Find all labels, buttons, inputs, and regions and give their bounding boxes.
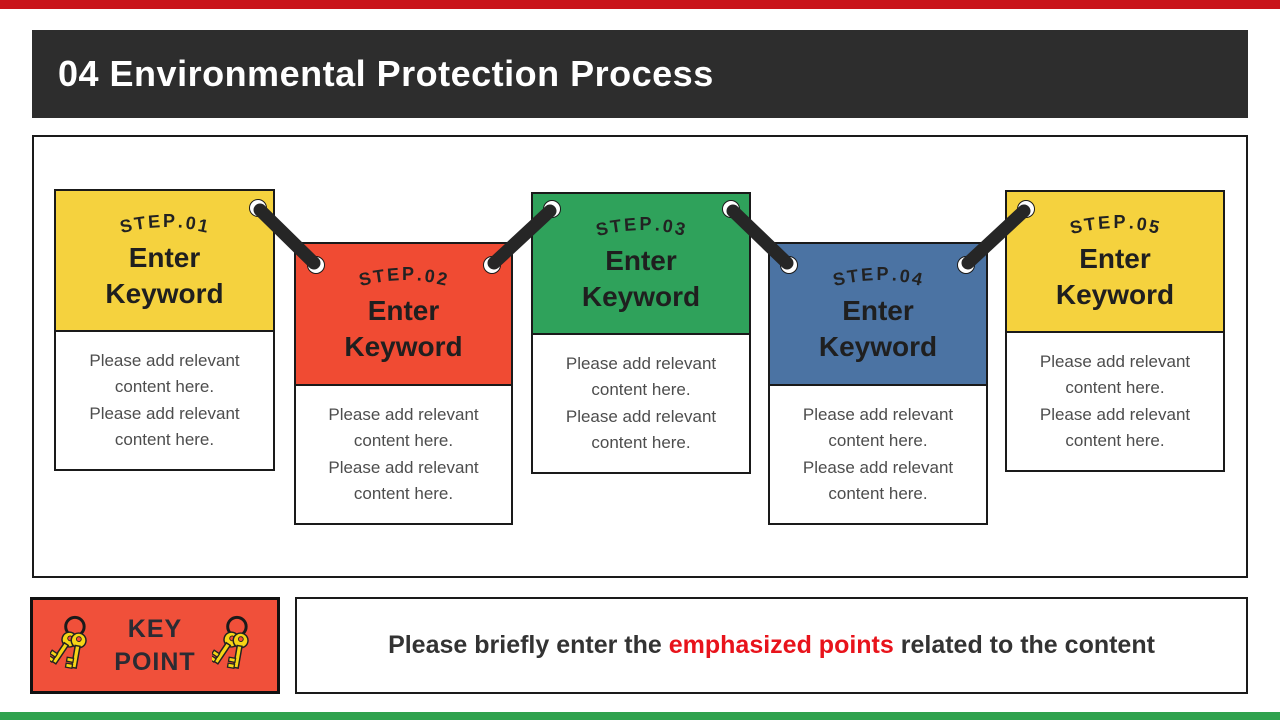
step-2-body-line[interactable]: Please add relevant content here. xyxy=(328,457,479,504)
note-text[interactable]: Please briefly enter the emphasized poin… xyxy=(388,631,1155,660)
step-2-body-line[interactable]: Please add relevant content here. xyxy=(328,405,479,451)
step-card-5-header: STEP.05 Enter Keyword xyxy=(1007,192,1223,333)
note-highlight: emphasized points xyxy=(668,631,894,659)
step-card-2-header: STEP.02 Enter Keyword xyxy=(296,244,511,386)
key-point-badge: KEY POINT xyxy=(30,597,280,694)
note-suffix: related to the content xyxy=(893,631,1155,659)
top-accent-strip xyxy=(0,0,1280,9)
step-card-3: STEP.03 Enter Keyword Please add relevan… xyxy=(531,192,751,475)
step-3-label: STEP.03 xyxy=(594,214,688,240)
step-4-body[interactable]: Please add relevant content here. Please… xyxy=(770,386,986,524)
step-5-label: STEP.05 xyxy=(1068,212,1162,238)
step-card-1: STEP.01 Enter Keyword Please add relevan… xyxy=(54,189,275,472)
step-5-body[interactable]: Please add relevant content here. Please… xyxy=(1007,333,1223,471)
step-4-keyword-placeholder[interactable]: Enter Keyword xyxy=(818,295,938,362)
step-1-label: STEP.01 xyxy=(117,211,212,237)
step-card-4: STEP.04 Enter Keyword Please add relevan… xyxy=(768,242,988,526)
step-1-body-line[interactable]: Please add relevant content here. xyxy=(89,403,240,450)
title-bar: 04 Environmental Protection Process xyxy=(32,30,1248,118)
step-3-body-line[interactable]: Please add relevant content here. xyxy=(565,354,717,400)
bottom-accent-strip xyxy=(0,712,1280,720)
keys-icon xyxy=(212,615,250,669)
step-card-2: STEP.02 Enter Keyword Please add relevan… xyxy=(294,242,513,526)
step-3-body[interactable]: Please add relevant content here. Please… xyxy=(533,335,749,473)
step-1-keyword-placeholder[interactable]: Enter Keyword xyxy=(105,242,224,309)
step-3-body-line[interactable]: Please add relevant content here. xyxy=(565,406,717,453)
step-card-5: STEP.05 Enter Keyword Please add relevan… xyxy=(1005,190,1225,473)
key-point-label: KEY POINT xyxy=(114,613,195,678)
step-4-body-line[interactable]: Please add relevant content here. xyxy=(802,405,954,451)
step-card-3-header: STEP.03 Enter Keyword xyxy=(533,194,749,335)
page-title: 04 Environmental Protection Process xyxy=(58,53,714,94)
note-box: Please briefly enter the emphasized poin… xyxy=(295,597,1248,694)
step-2-keyword-placeholder[interactable]: Enter Keyword xyxy=(344,295,463,362)
step-card-4-header: STEP.04 Enter Keyword xyxy=(770,244,986,386)
keys-icon xyxy=(49,615,87,669)
step-card-1-header: STEP.01 Enter Keyword xyxy=(56,191,273,332)
step-2-label: STEP.02 xyxy=(356,264,451,290)
key-point-line1: KEY xyxy=(127,615,183,643)
step-5-body-line[interactable]: Please add relevant content here. xyxy=(1039,352,1191,398)
step-1-body-line[interactable]: Please add relevant content here. xyxy=(89,351,240,397)
key-point-line2: POINT xyxy=(114,647,196,676)
step-4-body-line[interactable]: Please add relevant content here. xyxy=(802,457,954,504)
step-2-body[interactable]: Please add relevant content here. Please… xyxy=(296,386,511,524)
step-5-keyword-placeholder[interactable]: Enter Keyword xyxy=(1055,243,1175,310)
step-3-keyword-placeholder[interactable]: Enter Keyword xyxy=(581,245,701,312)
step-4-label: STEP.04 xyxy=(831,264,925,290)
note-prefix: Please briefly enter the xyxy=(388,631,669,659)
step-1-body[interactable]: Please add relevant content here. Please… xyxy=(56,332,273,470)
step-5-body-line[interactable]: Please add relevant content here. xyxy=(1039,404,1191,451)
